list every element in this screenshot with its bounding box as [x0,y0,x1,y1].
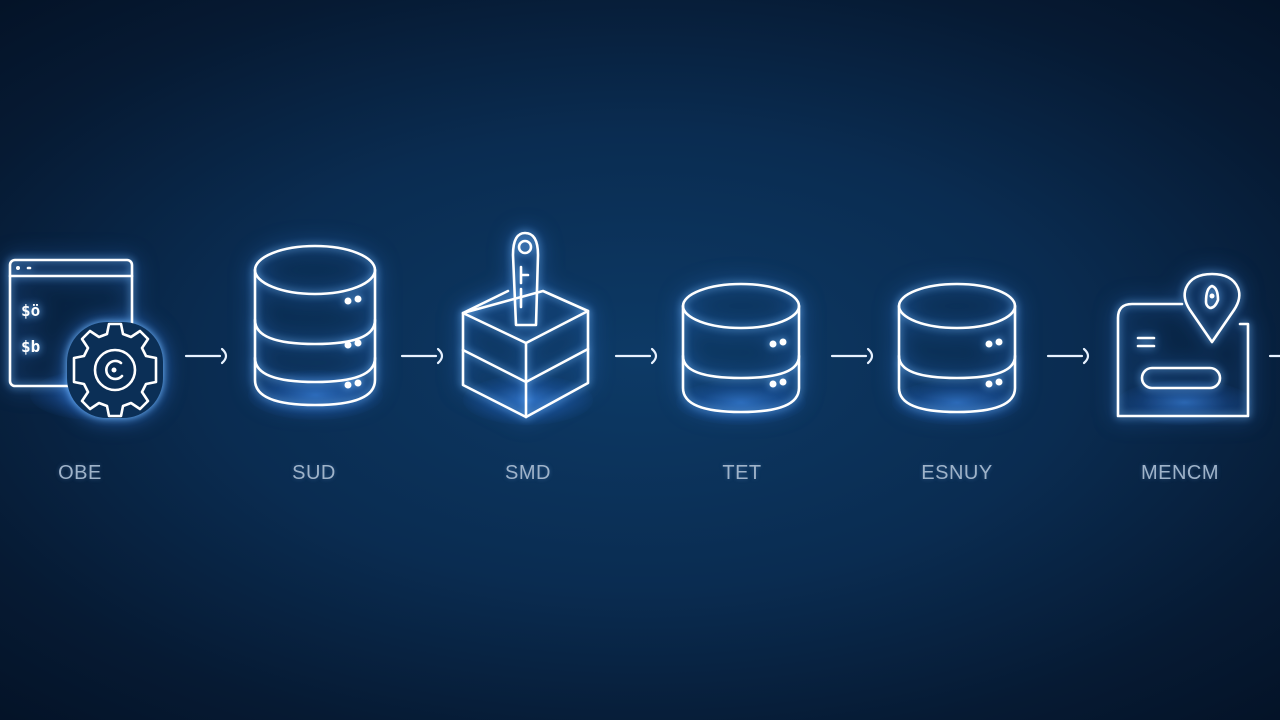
stage-1: $ö $b [0,250,180,430]
arrow-4 [830,346,880,371]
step-label-5: ESNUY [921,462,993,484]
code-window-gear-icon: $ö $b [8,258,163,418]
database-icon [681,282,801,414]
arrow-right-icon [400,347,444,365]
stage-2 [248,240,383,420]
step-label-2: SUD [292,462,336,484]
arrow-right-icon [1268,354,1280,358]
box-with-key-icon [461,231,590,419]
card-with-location-pin-icon [1116,272,1250,418]
step-label-1: OBE [58,462,102,484]
database-icon [253,244,377,407]
step-label-3: SMD [505,462,551,484]
arrow-1 [184,346,234,371]
database-icon [897,282,1017,414]
arrow-right-icon [830,347,874,365]
svg-text:$ö: $ö [21,301,40,320]
svg-text:$b: $b [21,337,40,356]
stage-5 [892,280,1022,425]
arrow-5 [1046,346,1096,371]
step-label-6: MENCM [1140,462,1220,484]
stage-6 [1112,270,1257,425]
arrow-right-icon [1046,347,1090,365]
arrow-6-partial [1268,346,1280,371]
step-label-4: TET [722,462,762,484]
arrow-right-icon [614,347,658,365]
stage-4 [676,280,806,425]
arrow-2 [400,346,450,371]
arrow-right-icon [184,347,228,365]
arrow-3 [614,346,664,371]
stage-3 [458,225,598,425]
